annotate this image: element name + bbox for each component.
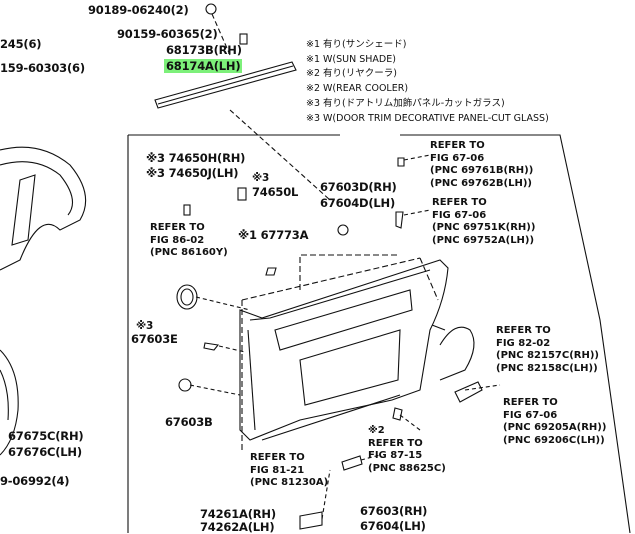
part-68174a[interactable]: 68174A(LH): [164, 59, 243, 73]
refer-to-88625c[interactable]: ※2 REFER TO FIG 87-15 (PNC 88625C): [368, 425, 446, 474]
part-68173b[interactable]: 68173B(RH): [166, 43, 242, 57]
legend-line: ※1 W(SUN SHADE): [306, 53, 396, 65]
clip-icon: [203, 342, 220, 351]
legend-line: ※2 有り(リヤクーラ): [306, 68, 397, 80]
refer-to-69761b[interactable]: REFER TO FIG 67-06 (PNC 69761B(RH)) (PNC…: [430, 140, 534, 189]
wire-harness-icon: [439, 326, 475, 381]
part-67603e[interactable]: 67603E: [131, 332, 178, 346]
handle-icon: [299, 511, 323, 530]
bracket-icon: [11, 174, 36, 246]
legend-line: ※2 W(REAR COOLER): [306, 83, 409, 95]
note-mark: ※3: [252, 172, 270, 184]
part-67604d[interactable]: 67604D(LH): [320, 196, 396, 210]
refer-to-81230a[interactable]: REFER TO FIG 81-21 (PNC 81230A): [250, 452, 329, 488]
door-trim-panel: [239, 259, 449, 441]
part-9-06992[interactable]: 9-06992(4): [0, 474, 70, 488]
weatherstrip-icon: [154, 61, 297, 109]
part-90159[interactable]: 90159-60365(2): [117, 27, 218, 41]
refer-to-69751k[interactable]: REFER TO FIG 67-06 (PNC 69751K(RH)) (PNC…: [432, 197, 536, 246]
part-67676c[interactable]: 67676C(LH): [8, 445, 82, 459]
clip-icon: [337, 224, 349, 236]
part-67604[interactable]: 67604(LH): [360, 519, 426, 533]
clip-icon: [183, 204, 191, 216]
part-67675c[interactable]: 67675C(RH): [8, 429, 84, 443]
legend: ※1 有り(サンシェード) ※1 W(SUN SHADE) ※2 有り(リヤクー…: [306, 38, 549, 126]
part-67603b[interactable]: 67603B: [165, 415, 213, 429]
clip-icon: [178, 378, 192, 392]
handle-icon: [454, 381, 483, 403]
part-67773a[interactable]: ※1 67773A: [238, 228, 309, 242]
part-67603[interactable]: 67603(RH): [360, 504, 428, 518]
part-67603d[interactable]: 67603D(RH): [320, 180, 397, 194]
part-90189[interactable]: 90189-06240(2): [88, 3, 189, 17]
refer-to-69205a[interactable]: REFER TO FIG 67-06 (PNC 69205A(RH)) (PNC…: [503, 397, 607, 446]
part-74650j[interactable]: ※3 74650J(LH): [146, 166, 239, 180]
screw-icon: [239, 33, 248, 45]
legend-line: ※3 有り(ドアトリム加飾パネル-カットガラス): [306, 97, 505, 109]
legend-line: ※1 有り(サンシェード): [306, 39, 407, 50]
part-74261a[interactable]: 74261A(RH): [200, 507, 276, 521]
part-74650h[interactable]: ※3 74650H(RH): [146, 151, 246, 165]
clip-icon: [205, 3, 217, 15]
light-icon: [341, 455, 363, 471]
refer-to-82157c[interactable]: REFER TO FIG 82-02 (PNC 82157C(RH)) (PNC…: [496, 325, 599, 374]
clip-icon: [237, 187, 247, 201]
part-74262a[interactable]: 74262A(LH): [200, 520, 275, 534]
part-74650l[interactable]: 74650L: [252, 185, 299, 199]
legend-line: ※3 W(DOOR TRIM DECORATIVE PANEL-CUT GLAS…: [306, 112, 549, 124]
part-245[interactable]: 245(6): [0, 37, 42, 51]
clip-icon: [265, 267, 277, 276]
refer-to-86160y[interactable]: REFER TO FIG 86-02 (PNC 86160Y): [150, 222, 228, 258]
note-mark: ※3: [136, 320, 154, 332]
part-159-60303[interactable]: 159-60303(6): [0, 61, 85, 75]
